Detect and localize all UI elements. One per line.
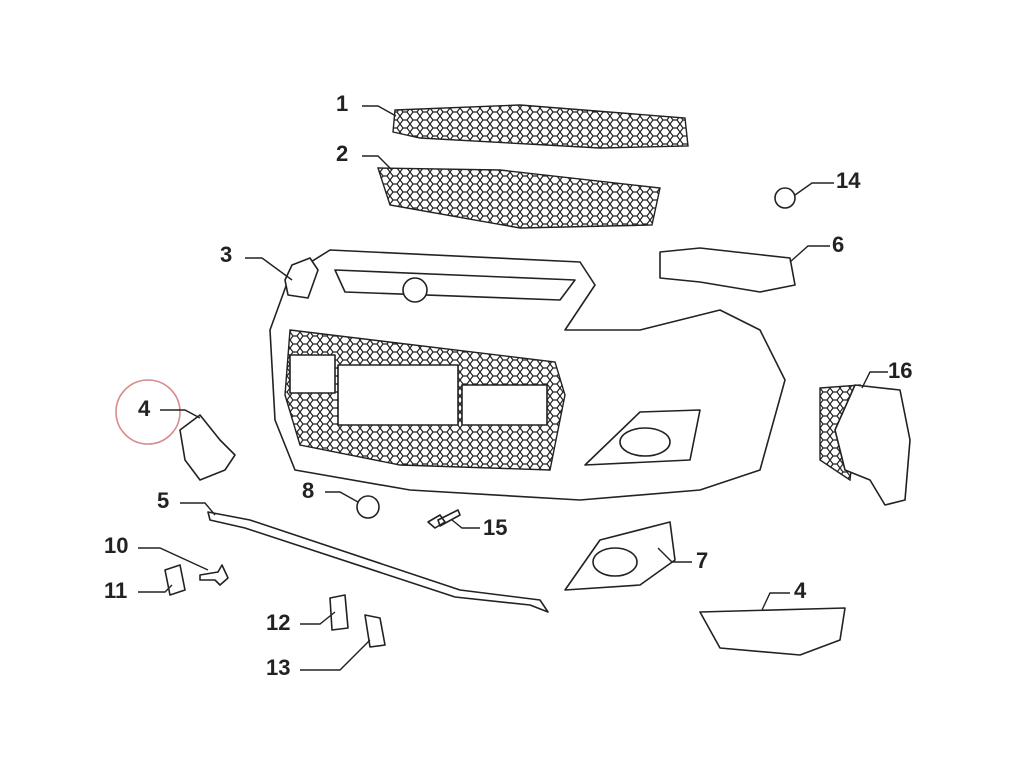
- callout-3: 3: [220, 242, 233, 267]
- screw-part: [199, 564, 229, 586]
- bolt-part: [427, 509, 461, 529]
- callout-13: 13: [266, 655, 291, 680]
- front-bumper-part: [269, 249, 786, 501]
- callout-1: 1: [336, 91, 349, 116]
- callout-15: 15: [483, 515, 508, 540]
- right-trim-part: [699, 607, 846, 656]
- clip-part: [356, 495, 380, 519]
- clip-13-part: [364, 614, 386, 648]
- callout-12: 12: [266, 610, 291, 635]
- air-duct-part: [819, 384, 911, 506]
- right-bracket-part: [659, 247, 796, 293]
- callout-5: 5: [157, 488, 170, 513]
- clip-12-part: [329, 594, 349, 631]
- leader-lines: [138, 105, 888, 671]
- fog-lamp-bezel-part: [564, 521, 676, 591]
- callout-16: 16: [888, 358, 913, 383]
- callout-7: 7: [696, 548, 709, 573]
- callout-6: 6: [832, 232, 845, 257]
- callout-10: 10: [104, 533, 129, 558]
- callout-4-highlighted: 4: [138, 396, 151, 421]
- highlight-circle: [115, 379, 181, 445]
- middle-grille-part: [377, 167, 661, 229]
- fastener-part: [164, 564, 186, 596]
- callout-8: 8: [302, 478, 315, 503]
- upper-grille-part: [392, 104, 689, 149]
- left-bracket-part: [179, 414, 236, 481]
- bumper-strip-part: [207, 511, 549, 613]
- callout-11: 11: [104, 578, 128, 603]
- callout-2: 2: [336, 141, 349, 166]
- nut-part: [774, 187, 796, 209]
- callout-14: 14: [836, 168, 861, 193]
- callout-4: 4: [794, 578, 807, 603]
